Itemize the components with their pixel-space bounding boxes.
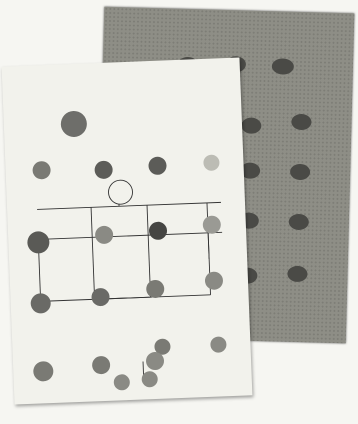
card-lamp xyxy=(30,293,51,314)
card-lamp xyxy=(33,361,54,382)
card-lamp xyxy=(210,336,227,353)
card-lamp xyxy=(205,271,224,290)
front-card xyxy=(2,58,253,405)
back-lamp xyxy=(287,266,307,283)
back-lamp xyxy=(291,114,311,131)
back-lamp xyxy=(241,117,261,134)
center-component xyxy=(108,180,133,205)
card-lamp xyxy=(203,154,220,171)
card-lamp xyxy=(94,161,113,180)
circuit-wires xyxy=(36,183,227,385)
card-lamp xyxy=(202,215,221,234)
back-lamp xyxy=(272,58,294,75)
back-lamp xyxy=(289,214,309,231)
card-lamp xyxy=(32,161,51,180)
back-lamp xyxy=(290,164,310,181)
card-lamp xyxy=(92,356,111,375)
card-lamp-top xyxy=(60,110,87,137)
card-lamp xyxy=(27,231,50,254)
circuit-diagram xyxy=(2,58,253,405)
card-lamp xyxy=(95,226,114,245)
card-lamp xyxy=(148,156,167,175)
card-lamp xyxy=(114,374,131,391)
card-lamp xyxy=(146,280,165,299)
card-lamp xyxy=(149,221,168,240)
